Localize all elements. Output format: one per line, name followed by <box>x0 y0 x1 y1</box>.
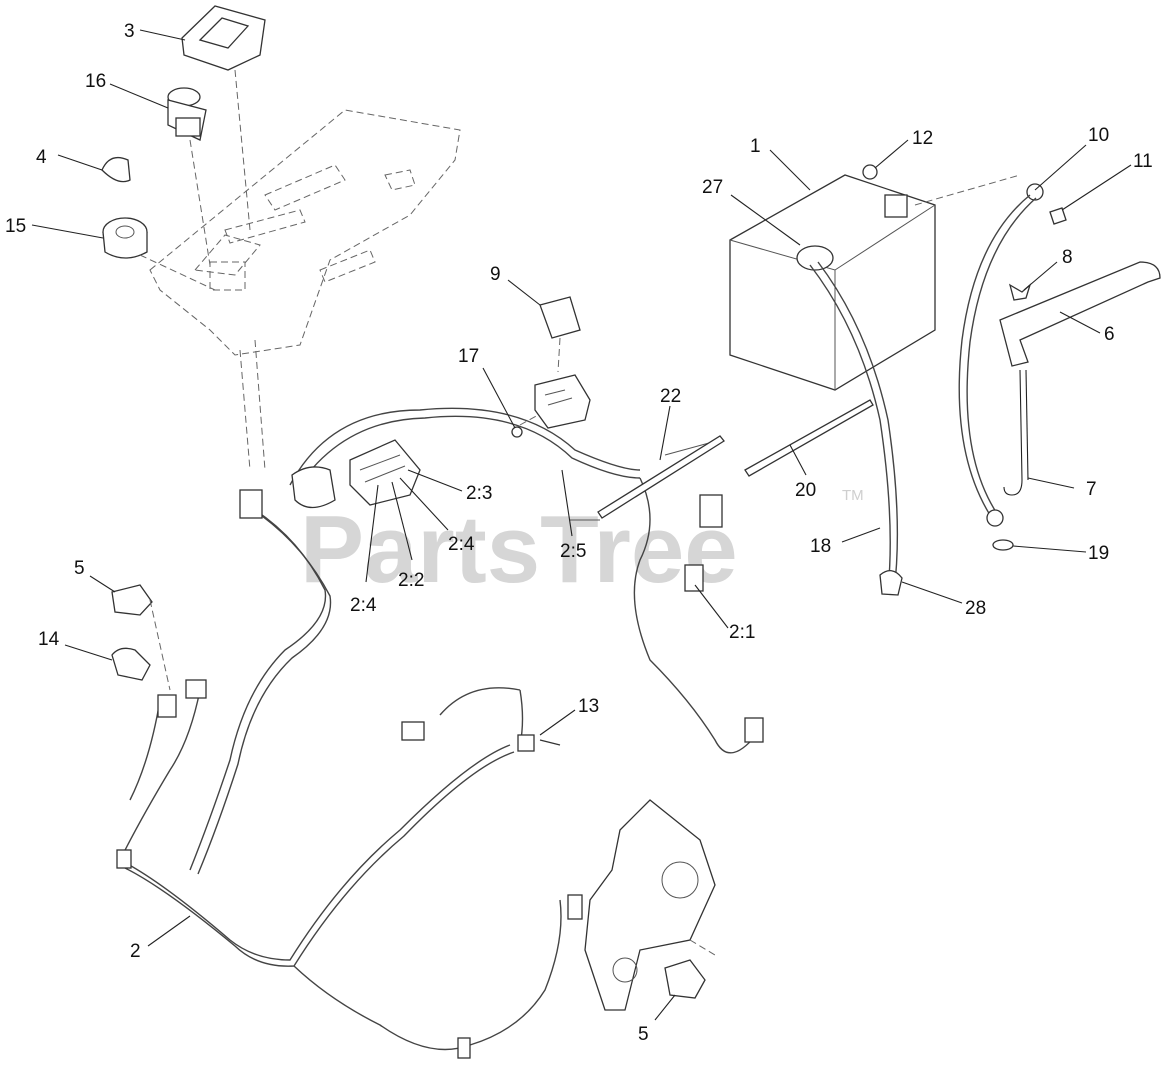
callout-2-5: 2:5 <box>560 541 586 562</box>
ignition-key <box>101 156 131 183</box>
pedal-bracket <box>584 799 716 1011</box>
fuse-block <box>349 439 421 506</box>
washer <box>992 539 1014 551</box>
callout-19: 19 <box>1088 543 1109 564</box>
cable-ties <box>539 399 874 746</box>
callout-12: 12 <box>912 128 933 149</box>
wiring-harness <box>116 407 764 1059</box>
callout-14: 14 <box>38 629 60 650</box>
wing-nut <box>1008 283 1032 301</box>
callout-labels: 3 16 4 15 9 17 22 2:3 2:4 2:2 2:4 2:5 1 … <box>5 21 1153 1045</box>
callout-28: 28 <box>965 598 986 619</box>
push-switch <box>167 87 211 266</box>
battery-hold-down <box>999 261 1161 367</box>
display-module <box>181 5 266 231</box>
callout-8: 8 <box>1062 247 1073 268</box>
callout-16: 16 <box>85 71 106 92</box>
callout-7: 7 <box>1086 479 1097 500</box>
callout-13: 13 <box>578 696 599 717</box>
callout-2-3: 2:3 <box>466 483 492 504</box>
battery <box>729 174 1021 391</box>
leader-lines <box>31 29 1132 1021</box>
callout-2: 2 <box>130 941 141 962</box>
switch-sensor <box>111 647 151 681</box>
callout-3: 3 <box>124 21 135 42</box>
callout-27: 27 <box>702 177 723 198</box>
screw <box>511 426 523 438</box>
j-bolt <box>1003 369 1029 496</box>
relay-socket <box>519 374 591 429</box>
callout-6: 6 <box>1104 324 1115 345</box>
callout-20: 20 <box>795 480 816 501</box>
watermark-trademark: TM <box>842 487 864 504</box>
callout-5a: 5 <box>74 558 85 579</box>
battery-cable-negative <box>809 261 903 596</box>
callout-4: 4 <box>36 147 47 168</box>
callout-11: 11 <box>1133 151 1153 172</box>
watermark: PartsTree <box>300 496 738 603</box>
callout-15: 15 <box>5 216 26 237</box>
callout-10: 10 <box>1088 125 1109 146</box>
callout-2-2: 2:2 <box>398 570 424 591</box>
callout-17: 17 <box>458 346 479 367</box>
callout-5b: 5 <box>638 1024 649 1045</box>
callout-22: 22 <box>660 386 681 407</box>
brake-switch <box>664 959 706 999</box>
hex-nut <box>862 164 878 180</box>
bolt <box>1049 207 1067 225</box>
callout-1: 1 <box>750 136 761 157</box>
callout-9: 9 <box>490 264 501 285</box>
callout-2-4a: 2:4 <box>448 534 475 555</box>
ignition-switch <box>102 217 216 291</box>
control-panel-plate <box>149 109 461 471</box>
relay <box>539 296 581 373</box>
callout-2-4b: 2:4 <box>350 595 377 616</box>
callout-18: 18 <box>810 536 831 557</box>
callout-2-1: 2:1 <box>729 622 755 643</box>
battery-cable-positive <box>958 183 1044 527</box>
seat-switch <box>111 584 171 691</box>
